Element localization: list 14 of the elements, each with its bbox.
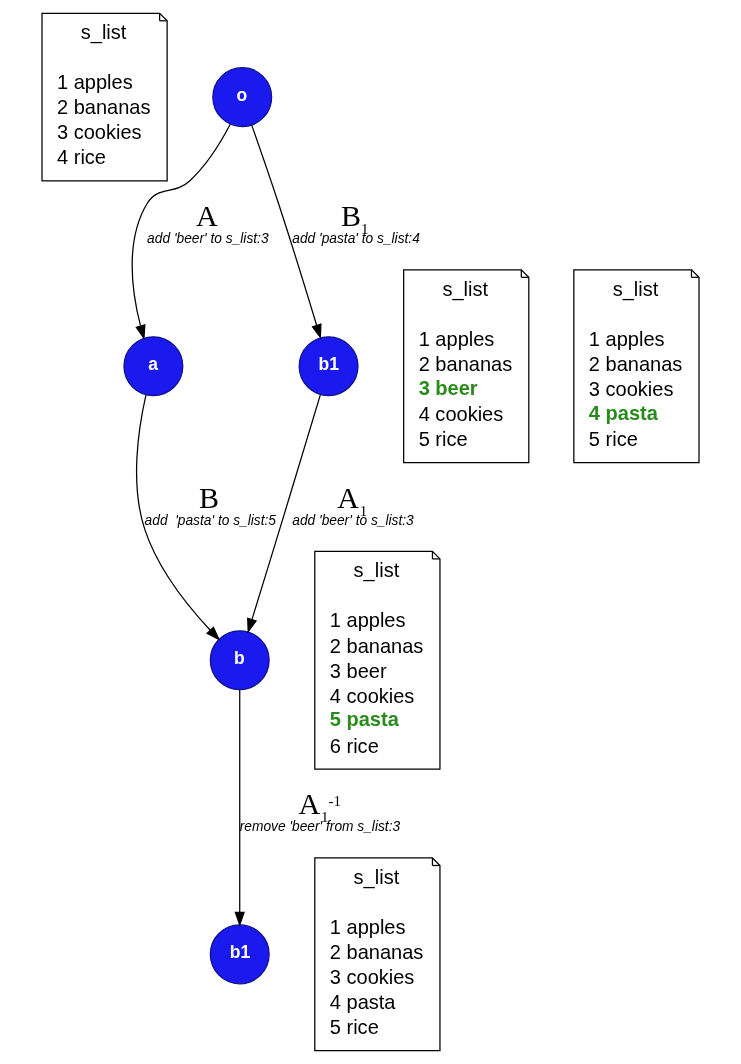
edge-label: A$_{1}$ add 'beer' to s_list:3 xyxy=(292,480,414,528)
node-circle: b1 xyxy=(209,924,270,985)
node-circle: o xyxy=(212,67,273,128)
node-circle: b1 xyxy=(298,336,359,397)
edge-label: B$_{1}$ add 'pasta' to s_list:4 xyxy=(292,199,420,247)
node-circle: b xyxy=(209,630,270,691)
node-circle: a xyxy=(123,336,184,397)
arrow xyxy=(135,394,221,641)
arrow xyxy=(234,689,245,927)
edge-label: B add 'pasta' to s_list:5 xyxy=(144,480,276,528)
arrow xyxy=(131,123,231,340)
arrow xyxy=(247,394,321,634)
arrow xyxy=(251,124,322,340)
edge-label: A add 'beer' to s_list:3 xyxy=(147,199,269,247)
